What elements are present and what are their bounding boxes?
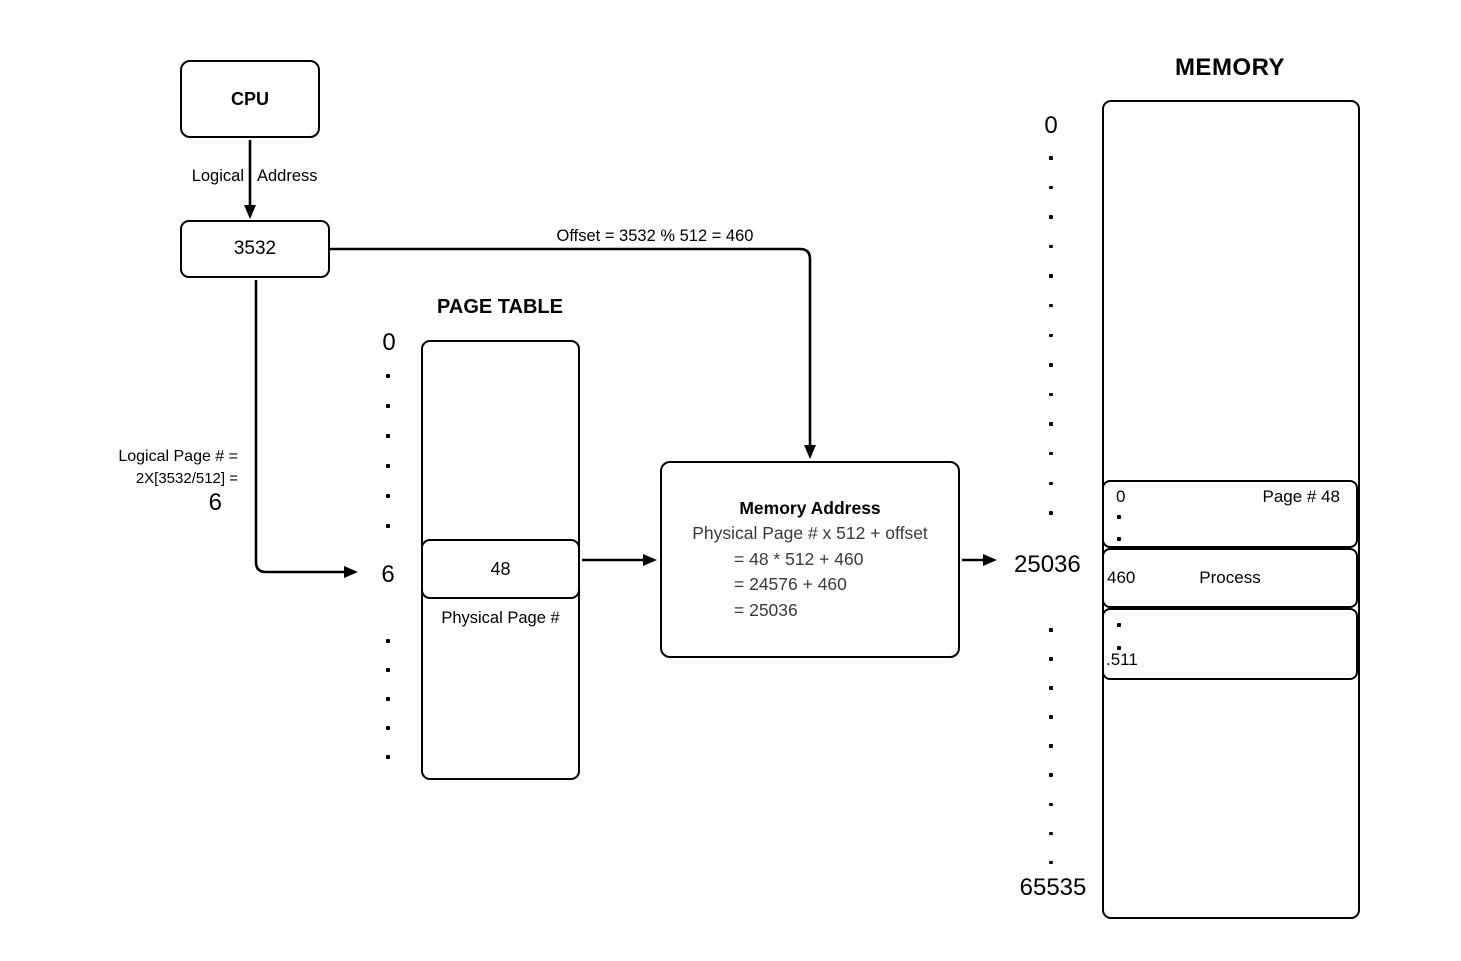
page-frame-tail-ellipsis xyxy=(1117,623,1121,650)
page-frame-ellipsis xyxy=(1117,515,1121,541)
cpu-label: CPU xyxy=(230,88,269,109)
memory-index-0: 0 xyxy=(1044,112,1058,139)
memory-address-formula: Physical Page # x 512 + offset xyxy=(692,523,928,543)
physical-address-value: 25036 xyxy=(1014,551,1081,578)
memory-address-step2: = 24576 + 460 xyxy=(734,574,847,594)
offset-formula-label: Offset = 3532 % 512 = 460 xyxy=(556,227,754,245)
page-table-index-0: 0 xyxy=(382,329,396,356)
arrow-offset-to-memory-address xyxy=(330,247,816,459)
page-frame-offset-0: 0 xyxy=(1116,487,1126,506)
memory-address-title: Memory Address xyxy=(739,498,881,518)
memory-title: MEMORY xyxy=(1174,54,1286,81)
process-box: Process xyxy=(1102,548,1358,608)
memory-index-65535: 65535 xyxy=(1019,874,1087,901)
logical-page-result: 6 xyxy=(208,489,222,516)
process-offset-460: 460 xyxy=(1107,568,1136,587)
page-frame-offset-511: .511 xyxy=(1106,650,1138,669)
page-table-index-6: 6 xyxy=(381,561,395,588)
logical-page-annotation: Logical Page # = 2X[3532/512] = 6 xyxy=(60,446,238,516)
page-table-entry-cell: 48 xyxy=(421,539,580,599)
page-table-title: PAGE TABLE xyxy=(437,296,563,318)
memory-upper-ellipsis xyxy=(1049,156,1053,515)
page-frame-tail-box: .511 xyxy=(1102,608,1358,680)
logical-address-label-left: Logical xyxy=(191,167,244,185)
page-table-entry-value: 48 xyxy=(490,558,511,579)
logical-page-line2: 2X[3532/512] = xyxy=(135,470,238,487)
memory-address-step3: = 25036 xyxy=(734,599,798,620)
memory-address-step1: = 48 * 512 + 460 xyxy=(734,548,864,569)
page-table-caption: Physical Page # xyxy=(441,609,560,627)
logical-address-label-right: Address xyxy=(257,167,318,185)
page-table-upper-ellipsis xyxy=(386,374,390,528)
logical-address-box: 3532 xyxy=(180,220,330,278)
page-frame-box: 0 Page # 48 xyxy=(1102,480,1358,548)
arrow-page-table-to-memory-address xyxy=(582,554,657,566)
logical-page-line1: Logical Page # = xyxy=(118,448,238,465)
cpu-box: CPU xyxy=(180,60,320,138)
memory-address-box: Memory Address Physical Page # x 512 + o… xyxy=(660,461,960,658)
process-label: Process xyxy=(1199,568,1261,587)
arrow-cpu-to-logical-address xyxy=(244,140,256,219)
memory-lower-ellipsis xyxy=(1049,628,1053,865)
page-table-lower-ellipsis xyxy=(386,639,390,759)
arrow-memory-address-to-physical-address xyxy=(962,554,997,566)
arrow-logical-page-to-page-table xyxy=(254,280,358,578)
page-frame-label: Page # 48 xyxy=(1262,487,1340,506)
logical-address-value: 3532 xyxy=(233,238,277,259)
